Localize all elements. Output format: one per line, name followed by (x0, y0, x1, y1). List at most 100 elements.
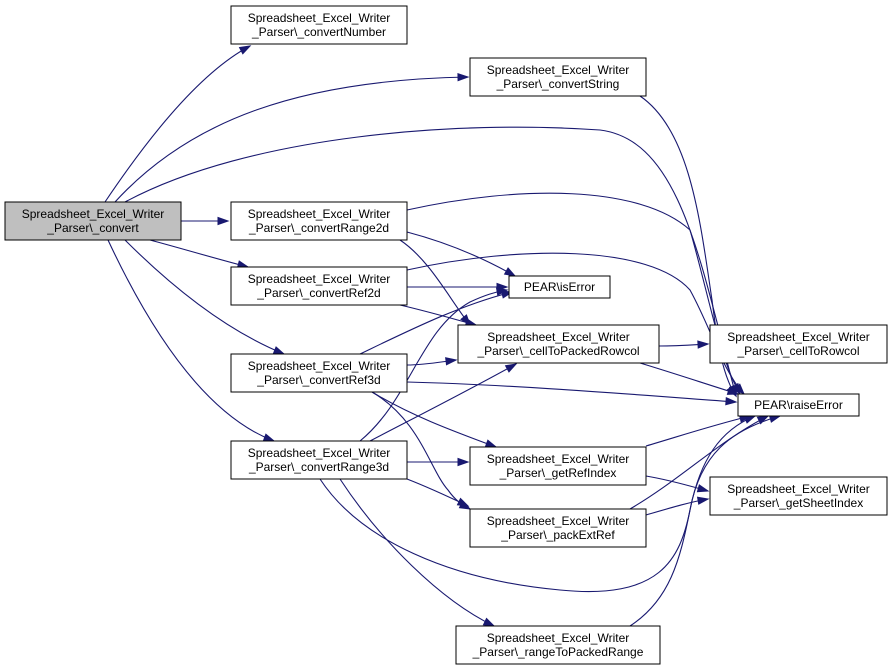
edge-convertRef2d-to-raiseError (406, 252, 746, 396)
node-raiseError[interactable]: PEAR\raiseError (737, 393, 860, 417)
arrowhead-icon (272, 346, 286, 355)
node-box[interactable] (469, 57, 647, 97)
edge-convert-to-convertString (114, 72, 470, 203)
node-isError[interactable]: PEAR\isError (508, 275, 611, 299)
edge-line (359, 289, 508, 442)
node-label-line-1: Spreadsheet_Excel_Writer (727, 482, 870, 496)
node-label-line-1: Spreadsheet_Excel_Writer (487, 514, 630, 528)
node-box[interactable] (508, 275, 611, 299)
edge-convertRange3d-to-isError (359, 287, 509, 442)
node-label-line-2: _Parser\_convertRange3d (248, 460, 389, 474)
edge-line (319, 415, 756, 592)
arrowhead-icon (504, 363, 518, 373)
edge-line (399, 239, 471, 326)
node-packExtRef[interactable]: Spreadsheet_Excel_Writer_Parser\_packExt… (469, 508, 647, 548)
edge-line (107, 239, 275, 442)
node-label-line-1: Spreadsheet_Excel_Writer (487, 452, 630, 466)
arrowhead-icon (457, 457, 470, 467)
node-box[interactable] (230, 353, 408, 393)
edge-convertRange2d-to-cellToPackedRowcol (399, 239, 471, 327)
node-cellToRowcol[interactable]: Spreadsheet_Excel_Writer_Parser\_cellToR… (709, 324, 888, 364)
node-label-line-2: _Parser\_convertRef3d (256, 373, 380, 387)
node-label-line-1: PEAR\isError (524, 280, 595, 294)
edge-convertRange3d-to-getRefIndex (407, 457, 470, 467)
node-label-line-1: Spreadsheet_Excel_Writer (248, 207, 391, 221)
edge-line (406, 252, 745, 395)
node-label-line-1: Spreadsheet_Excel_Writer (248, 359, 391, 373)
node-label-line-1: PEAR\raiseError (754, 398, 843, 412)
edge-line (639, 362, 739, 395)
edge-line (339, 478, 495, 627)
nodes-layer: Spreadsheet_Excel_Writer_Parser\_convert… (4, 5, 888, 665)
node-cellToPackedRowcol[interactable]: Spreadsheet_Excel_Writer_Parser\_cellToP… (457, 324, 660, 364)
node-box[interactable] (457, 324, 660, 364)
node-label-line-1: Spreadsheet_Excel_Writer (248, 272, 391, 286)
edge-packExtRef-to-getSheetIndex (645, 496, 710, 516)
edge-line (104, 45, 251, 203)
node-label-line-2: _Parser\_getSheetIndex (733, 496, 863, 510)
node-label-line-2: _Parser\_cellToPackedRowcol (476, 344, 639, 358)
edge-convert-to-convertRange2d (181, 216, 230, 226)
edge-convertRef3d-to-cellToPackedRowcol (406, 357, 458, 366)
node-label-line-2: _Parser\_rangeToPackedRange (472, 645, 644, 659)
node-label-line-1: Spreadsheet_Excel_Writer (727, 330, 870, 344)
node-convertRange2d[interactable]: Spreadsheet_Excel_Writer_Parser\_convert… (230, 201, 408, 241)
arrowhead-icon (726, 386, 740, 395)
arrowhead-icon (445, 357, 458, 366)
edge-line (149, 239, 249, 268)
node-convertNumber[interactable]: Spreadsheet_Excel_Writer_Parser\_convert… (230, 5, 408, 45)
node-label-line-2: _Parser\_getRefIndex (499, 466, 617, 480)
edge-line (371, 391, 497, 448)
node-label-line-2: _Parser\_convertRange2d (248, 221, 389, 235)
node-box[interactable] (230, 5, 408, 45)
node-rangeToPackedRange[interactable]: Spreadsheet_Excel_Writer_Parser\_rangeTo… (455, 625, 661, 665)
node-convertRange3d[interactable]: Spreadsheet_Excel_Writer_Parser\_convert… (230, 440, 408, 480)
node-box[interactable] (709, 476, 888, 516)
edge-getRefIndex-to-getSheetIndex (645, 475, 710, 493)
node-label-line-1: Spreadsheet_Excel_Writer (248, 446, 391, 460)
node-convertString[interactable]: Spreadsheet_Excel_Writer_Parser\_convert… (469, 57, 647, 97)
edge-line (399, 304, 477, 326)
node-box[interactable] (455, 625, 661, 665)
arrowhead-icon (482, 617, 496, 627)
arrowhead-icon (697, 340, 710, 349)
node-box[interactable] (709, 324, 888, 364)
node-convertRef2d[interactable]: Spreadsheet_Excel_Writer_Parser\_convert… (230, 266, 408, 306)
node-box[interactable] (4, 201, 182, 241)
node-getRefIndex[interactable]: Spreadsheet_Excel_Writer_Parser\_getRefI… (469, 446, 647, 486)
node-box[interactable] (469, 508, 647, 548)
edge-convertRange3d-to-cellToPackedRowcol (369, 363, 518, 442)
node-box[interactable] (230, 201, 408, 241)
edge-getRefIndex-to-raiseError (645, 414, 752, 447)
node-getSheetIndex[interactable]: Spreadsheet_Excel_Writer_Parser\_getShee… (709, 476, 888, 516)
arrowhead-icon (484, 439, 498, 448)
edge-line (629, 415, 769, 510)
node-label-line-1: Spreadsheet_Excel_Writer (487, 631, 630, 645)
node-label-line-2: _Parser\_convertString (496, 77, 620, 91)
edges-layer (104, 45, 782, 627)
edge-convertRef3d-to-getRefIndex (371, 391, 498, 448)
node-box[interactable] (469, 446, 647, 486)
node-box[interactable] (230, 440, 408, 480)
arrowhead-icon (456, 497, 470, 507)
node-convertRef3d[interactable]: Spreadsheet_Excel_Writer_Parser\_convert… (230, 353, 408, 393)
edge-convertRef2d-to-cellToPackedRowcol (399, 304, 478, 327)
node-label-line-2: _Parser\_cellToRowcol (736, 344, 859, 358)
node-label-line-1: Spreadsheet_Excel_Writer (22, 207, 165, 221)
arrowhead-icon (503, 267, 517, 277)
node-box[interactable] (737, 393, 860, 417)
edge-line (406, 231, 516, 277)
arrowhead-icon (238, 45, 252, 55)
arrowhead-icon (696, 484, 710, 493)
edge-line (359, 291, 513, 355)
node-convert[interactable]: Spreadsheet_Excel_Writer_Parser\_convert (4, 201, 182, 241)
node-label-line-1: Spreadsheet_Excel_Writer (248, 11, 391, 25)
edge-line (369, 363, 517, 442)
edge-line (114, 76, 469, 203)
node-box[interactable] (230, 266, 408, 306)
node-label-line-2: _Parser\_convertRef2d (256, 286, 380, 300)
edge-rangeToPackedRange-to-raiseError (629, 414, 782, 627)
edge-line (645, 415, 751, 447)
node-label-line-1: Spreadsheet_Excel_Writer (487, 63, 630, 77)
